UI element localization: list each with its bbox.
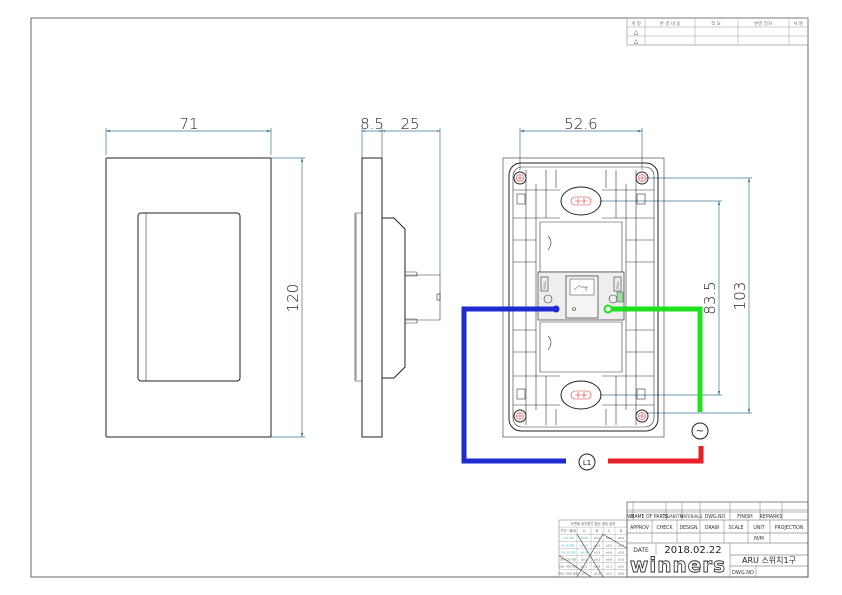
parts-header-name: NAME OF PARTS xyxy=(631,514,668,520)
tolerance-cell: ±0.2 xyxy=(606,536,613,540)
parts-header-finish: FINISH xyxy=(737,514,753,520)
sign-header-design: DESIGN xyxy=(680,525,698,531)
tolerance-cell: ±0.5 xyxy=(618,536,625,540)
load-label: L1 xyxy=(583,459,591,467)
sign-header-unit: UNIT xyxy=(753,525,764,531)
unit-value: M/M xyxy=(754,536,764,542)
side-thickness-dim: 8.5 xyxy=(360,115,384,133)
tolerance-header: C xyxy=(608,529,611,533)
revision-table: 개 정 변 경 내 용 적 요 변경 일자 서 명 △ △ xyxy=(626,17,809,46)
tolerance-cell: ±1.4 xyxy=(594,572,601,576)
front-width-dim: 71 xyxy=(179,115,198,133)
tolerance-title: 도면에 공차표기 없는 경우 공차 xyxy=(571,521,617,526)
tolerance-cell: ±0.3 xyxy=(594,550,601,554)
sign-header-draw: DRAW xyxy=(705,525,720,531)
supply-wire xyxy=(608,446,704,464)
title-block: NO NAME OF PARTS QUANTITY MATERIALS DWG.… xyxy=(626,501,809,577)
terminal-label-left: PULL xyxy=(543,281,547,289)
tolerance-header: B xyxy=(596,529,599,533)
company-logo: winners xyxy=(630,553,726,577)
mounting-hole xyxy=(635,171,649,185)
rev-header-no: 개 정 xyxy=(631,20,641,27)
sign-header-scale: SCALE xyxy=(729,525,744,531)
date-label: DATE xyxy=(633,547,649,554)
rev-triangle-icon: △ xyxy=(634,38,639,45)
tolerance-cell: ±0.15 xyxy=(580,550,588,554)
tolerance-cell: ±0.2 xyxy=(581,558,588,562)
sheet-border xyxy=(30,17,809,578)
tolerance-cell: ±0.5 xyxy=(581,572,588,576)
front-view: 71 120 xyxy=(105,115,305,438)
date-value: 2018.02.22 xyxy=(664,545,721,556)
tolerance-cell: 30~120 이하 xyxy=(560,558,577,562)
ac-source-icon: ~ xyxy=(696,426,704,437)
tolerance-cell: ±0.5 xyxy=(594,558,601,562)
tolerance-cell: 400~1000 이하 xyxy=(558,572,578,576)
parts-header-dwgno: DWG.NO xyxy=(705,514,726,520)
tolerance-cell: ±0.5 xyxy=(606,543,613,547)
tolerance-cell: ±1.2 xyxy=(606,565,613,569)
back-view: 52.6 103 83.5 xyxy=(461,115,752,471)
tolerance-cell: ±0.10 xyxy=(580,543,588,547)
tolerance-cell: 6~18 이하 xyxy=(562,543,575,547)
back-hole-vertical-dim: 103 xyxy=(731,282,749,311)
tolerance-cell: ±2.0 xyxy=(618,550,625,554)
rev-triangle-icon: △ xyxy=(634,29,639,36)
side-view: 8.5 25 xyxy=(354,115,441,438)
mounting-hole xyxy=(513,409,527,423)
tolerance-header: D xyxy=(620,529,623,533)
tolerance-cell: ±2.5 xyxy=(606,572,613,576)
tolerance-cell: 120~400 이하 xyxy=(559,565,577,569)
sign-header-check: CHECK xyxy=(656,525,673,531)
tolerance-cell: ±5.0 xyxy=(618,565,625,569)
sign-header-projection: PROJECTION xyxy=(775,525,804,531)
tolerance-cell: ±0.05 xyxy=(580,536,588,540)
side-depth-dim: 25 xyxy=(400,115,419,133)
tolerance-header: 구간~최대 xyxy=(560,528,575,533)
rev-header-sign: 서 명 xyxy=(793,20,803,27)
tolerance-cell: ±0.3 xyxy=(581,565,588,569)
load-terminal xyxy=(552,305,560,313)
tolerance-cell: ±1.0 xyxy=(618,543,625,547)
tolerance-cell: ±3.0 xyxy=(618,558,625,562)
parts-header-materials: MATERIALS xyxy=(680,514,703,520)
parts-header-remarks: REMARKS xyxy=(760,514,783,520)
terminal-label-right: PULL xyxy=(616,281,620,289)
mounting-hole xyxy=(513,171,527,185)
tolerance-cell: ±0.8 xyxy=(594,565,601,569)
tolerance-header: A xyxy=(583,529,586,533)
dwg-no-label: DWG.NO xyxy=(732,570,754,576)
parts-header-quantity: QUANTITY xyxy=(664,514,684,519)
load-symbol xyxy=(578,453,596,471)
tolerance-cell: ±0.6 xyxy=(606,550,613,554)
tolerance-cell: ±0.2 xyxy=(594,543,601,547)
line-wire xyxy=(608,306,703,412)
tolerance-cell: ±0.8 xyxy=(606,558,613,562)
back-slot-spacing-dim: 83.5 xyxy=(701,281,719,314)
sign-header-approv: APPROV xyxy=(630,525,650,531)
mounting-slot xyxy=(560,380,602,410)
tolerance-cell: ±0.1 xyxy=(594,536,601,540)
load-wire xyxy=(461,306,566,464)
ac-source-symbol xyxy=(691,422,709,440)
tolerance-cell: 18~30 이하 xyxy=(561,550,576,554)
mounting-hole xyxy=(635,409,649,423)
parts-header-no: NO xyxy=(626,514,633,520)
drawing-title: ARU 스위치1구 xyxy=(742,556,796,565)
mounting-slot xyxy=(560,186,602,216)
back-hole-spacing-dim: 52.6 xyxy=(564,115,597,133)
switch-module: PULL PULL xyxy=(537,271,625,321)
tolerance-cell: ±8.0 xyxy=(618,572,625,576)
tolerance-cell: 1~6 이하 xyxy=(562,536,574,540)
front-height-dim: 120 xyxy=(284,284,302,313)
rev-header-content: 변 경 내 용 xyxy=(660,20,681,27)
line-terminal xyxy=(603,304,613,314)
rev-header-date: 변경 일자 xyxy=(754,20,773,27)
rev-header-summary: 적 요 xyxy=(711,20,721,27)
